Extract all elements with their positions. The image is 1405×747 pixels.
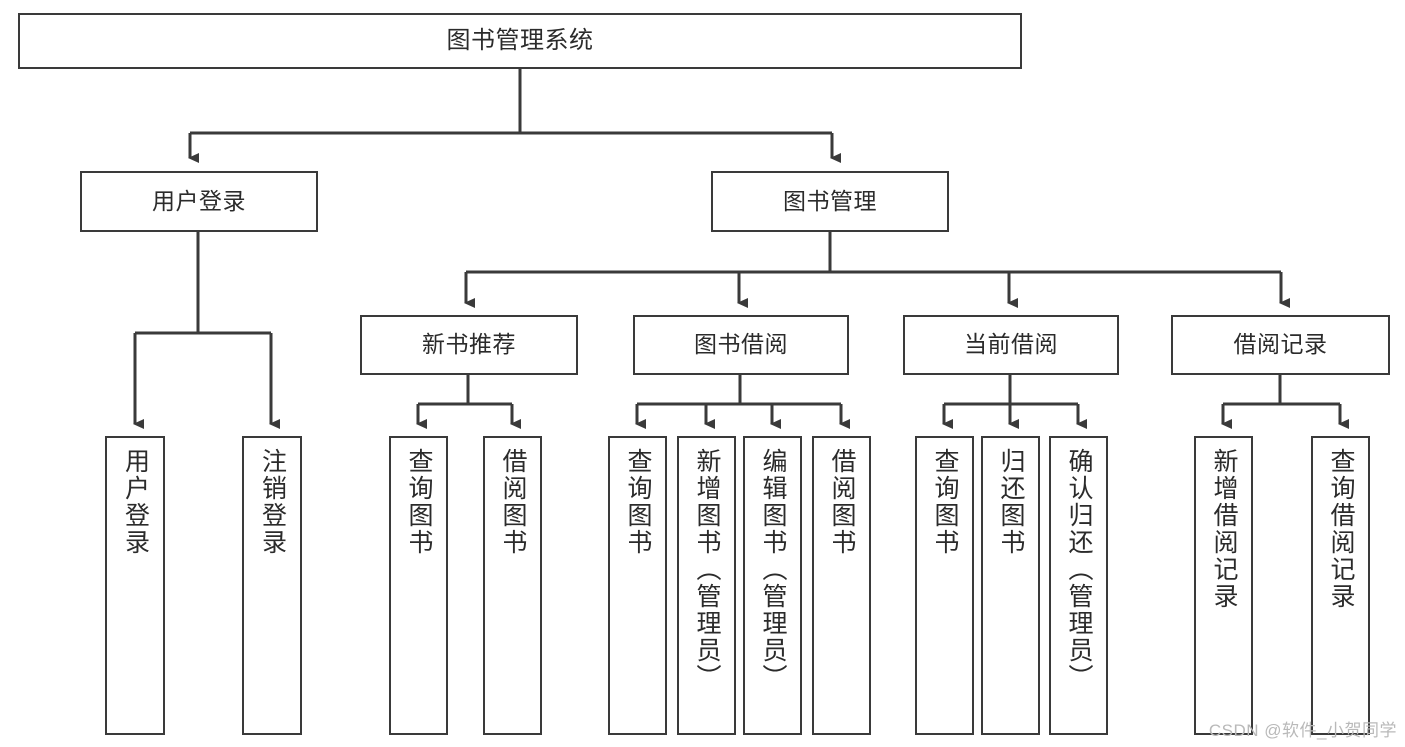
- node-user-login[interactable]: 用户登录: [80, 171, 318, 232]
- node-leaf-confirm-return-label: 确认归还（管理员）: [1065, 448, 1093, 691]
- node-book-borrow-label: 图书借阅: [694, 331, 788, 358]
- node-leaf-user-login[interactable]: 用户登录: [105, 436, 165, 735]
- node-leaf-edit-book-label: 编辑图书（管理员）: [759, 448, 787, 691]
- node-leaf-query-book-3[interactable]: 查询图书: [915, 436, 974, 735]
- node-borrow-record-label: 借阅记录: [1233, 331, 1328, 358]
- node-book-manage-label: 图书管理: [783, 187, 877, 214]
- node-current-borrow-label: 当前借阅: [964, 331, 1058, 358]
- node-leaf-add-book-label: 新增图书（管理员）: [693, 448, 721, 691]
- node-borrow-record[interactable]: 借阅记录: [1171, 315, 1390, 375]
- node-new-book-rec-label: 新书推荐: [422, 331, 516, 358]
- node-leaf-return-book-label: 归还图书: [997, 448, 1025, 556]
- node-leaf-query-record-label: 查询借阅记录: [1327, 448, 1355, 610]
- node-leaf-query-book-1-label: 查询图书: [405, 448, 433, 556]
- node-leaf-query-book-2[interactable]: 查询图书: [608, 436, 667, 735]
- node-leaf-add-book[interactable]: 新增图书（管理员）: [677, 436, 736, 735]
- node-leaf-user-logout[interactable]: 注销登录: [242, 436, 302, 735]
- node-leaf-user-login-label: 用户登录: [121, 448, 150, 556]
- node-book-manage[interactable]: 图书管理: [711, 171, 949, 232]
- node-leaf-query-book-1[interactable]: 查询图书: [389, 436, 448, 735]
- node-leaf-confirm-return[interactable]: 确认归还（管理员）: [1049, 436, 1108, 735]
- node-leaf-query-book-3-label: 查询图书: [931, 448, 959, 556]
- node-leaf-query-record[interactable]: 查询借阅记录: [1311, 436, 1370, 735]
- node-leaf-add-record-label: 新增借阅记录: [1210, 448, 1238, 610]
- node-root[interactable]: 图书管理系统: [18, 13, 1022, 69]
- node-leaf-query-book-2-label: 查询图书: [624, 448, 652, 556]
- node-leaf-edit-book[interactable]: 编辑图书（管理员）: [743, 436, 802, 735]
- node-current-borrow[interactable]: 当前借阅: [903, 315, 1119, 375]
- node-leaf-borrow-book-2-label: 借阅图书: [828, 448, 856, 556]
- node-leaf-borrow-book-2[interactable]: 借阅图书: [812, 436, 871, 735]
- node-leaf-borrow-book-1-label: 借阅图书: [499, 448, 527, 556]
- node-book-borrow[interactable]: 图书借阅: [633, 315, 849, 375]
- node-leaf-return-book[interactable]: 归还图书: [981, 436, 1040, 735]
- node-root-label: 图书管理系统: [446, 26, 594, 54]
- node-new-book-rec[interactable]: 新书推荐: [360, 315, 578, 375]
- node-user-login-label: 用户登录: [152, 187, 246, 214]
- node-leaf-borrow-book-1[interactable]: 借阅图书: [483, 436, 542, 735]
- csdn-watermark: CSDN @软件_小贺同学: [1208, 721, 1397, 740]
- node-leaf-user-logout-label: 注销登录: [258, 448, 287, 556]
- node-leaf-add-record[interactable]: 新增借阅记录: [1194, 436, 1253, 735]
